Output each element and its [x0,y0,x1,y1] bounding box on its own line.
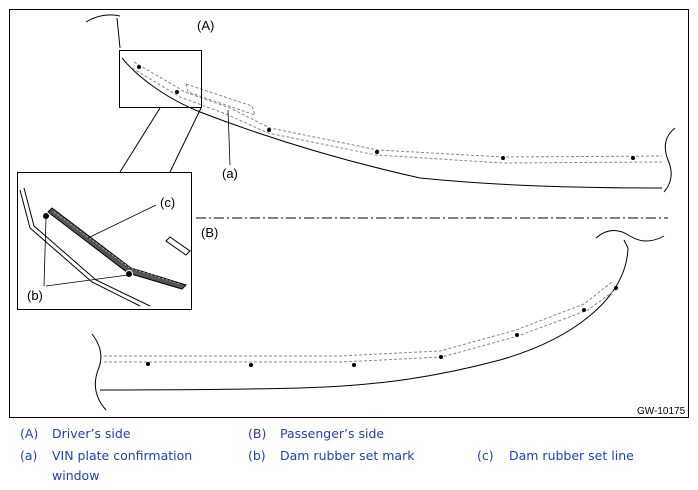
detail-panel-edge-1 [19,189,141,307]
passengers-side-view [91,230,665,411]
legend-key: (b) [248,448,266,463]
vin-window-outline [185,83,256,116]
break-curve-top-right [595,230,665,242]
zoom-connector-lines [119,107,202,173]
detail-frame [17,172,192,310]
glass-edge-b [99,239,629,391]
break-curve-right [663,127,676,193]
legend-text: Dam rubber set line [509,448,634,463]
set-mark-dot [614,286,618,290]
set-mark-dot [146,362,150,366]
legend-text: Driver’s side [52,426,131,441]
label-a: (a) [222,166,238,181]
break-curve-bottom-left [91,333,107,411]
break-curve-top-left [85,14,121,23]
set-mark-dot [175,90,179,94]
panel-edge-left [116,17,121,49]
legend-key: (a) [20,448,38,463]
zoom-box [119,50,202,108]
set-mark-dot [375,150,379,154]
label-A: (A) [197,18,214,33]
set-mark-dot [515,333,519,337]
legend: (A) Driver’s side (B) Passenger’s side (… [0,420,698,490]
set-mark-dot [631,156,635,160]
set-mark-dot [352,363,356,367]
dam-rubber-line-b-lower [104,287,619,363]
label-B: (B) [201,225,218,240]
leader-a [227,109,231,166]
legend-key: (A) [20,426,39,441]
detail-vin-window [165,236,191,256]
glass-edge [121,57,663,189]
detail-enlarged-view [17,172,192,310]
set-mark-dot [439,355,443,359]
legend-text: VIN plate confirmation window [52,448,193,483]
set-mark-dot [582,308,586,312]
label-c: (c) [160,195,175,210]
dam-rubber-line-b-upper [104,281,613,357]
legend-key: (c) [477,448,494,463]
leader-b [43,217,129,287]
legend-key: (B) [248,426,267,441]
detail-panel-edge-2 [23,187,151,307]
leader-c [87,204,157,239]
detail-set-mark [125,270,133,278]
figure-frame [9,9,689,418]
dam-rubber-line-lower [131,67,663,164]
drivers-side-view [85,14,676,193]
set-mark-dot [267,128,271,132]
dam-rubber-texture [53,211,181,285]
figure-code: GW-10175 [637,406,686,417]
set-mark-dot [137,65,141,69]
legend-text: Dam rubber set mark [280,448,415,463]
label-b: (b) [27,288,43,303]
set-mark-dot [249,363,253,367]
windshield-dam-rubber-diagram: (A) (a) (c) (b) (B) GW-10175 [9,9,689,418]
legend-text: Passenger’s side [280,426,385,441]
set-mark-dot [501,156,505,160]
